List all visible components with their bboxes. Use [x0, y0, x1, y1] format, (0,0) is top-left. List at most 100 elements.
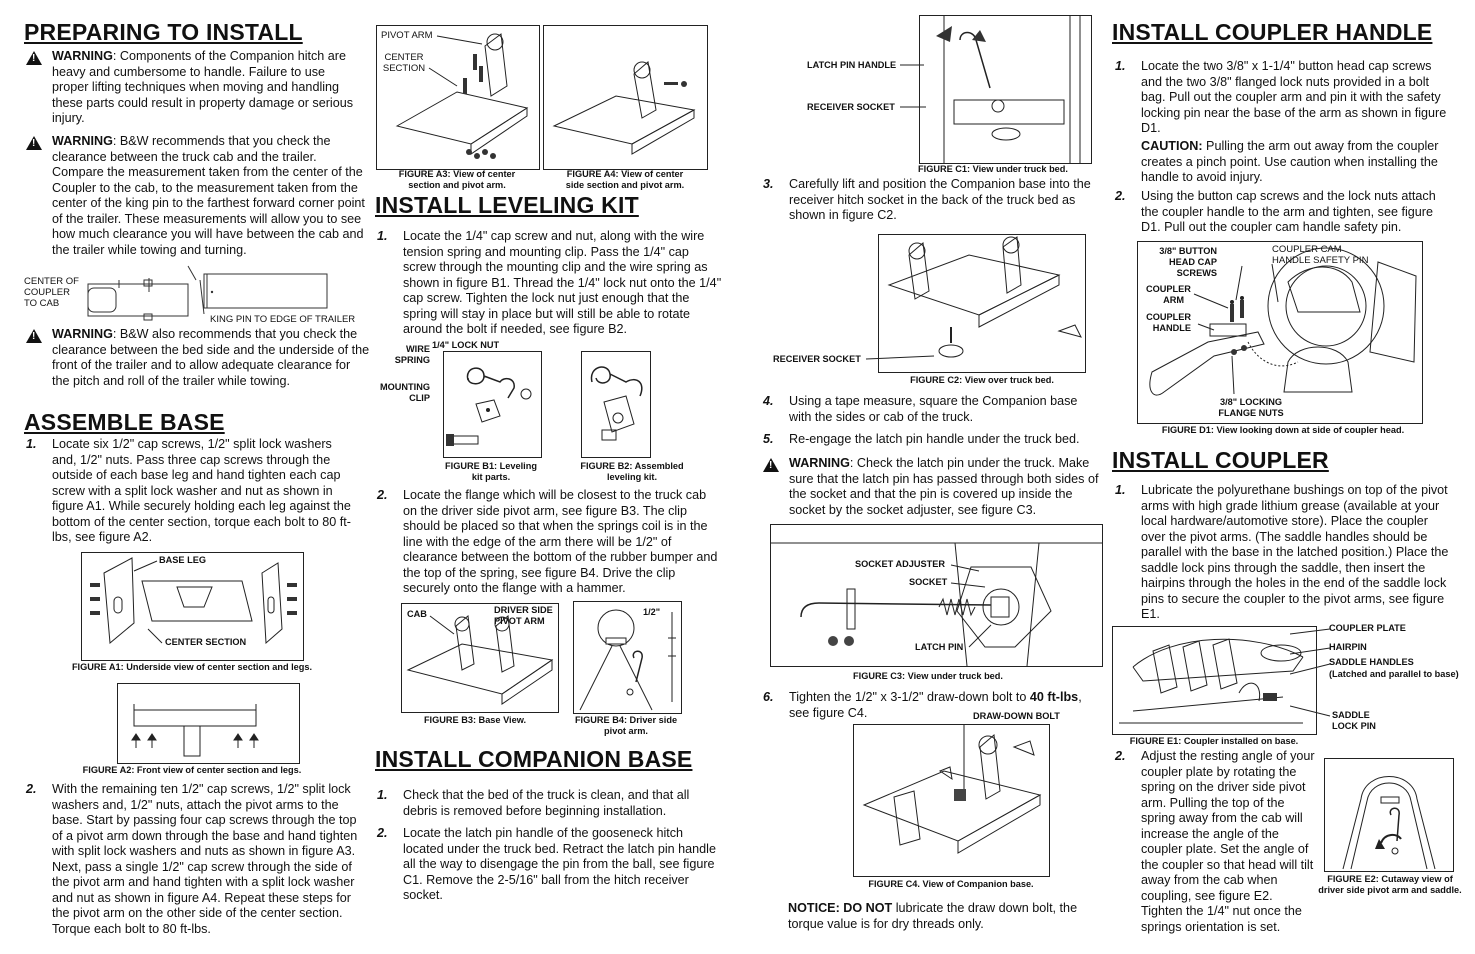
step-number: 5.	[763, 432, 774, 446]
step-leveling-1: 1. Locate the 1/4" cap screw and nut, al…	[377, 229, 722, 339]
figure-b2	[581, 351, 651, 458]
step-text: Locate the latch pin handle of the goose…	[403, 826, 716, 902]
warning-icon	[26, 51, 42, 65]
warning-icon	[26, 136, 42, 150]
step-text: Re-engage the latch pin handle under the…	[789, 432, 1080, 446]
step-number: 3.	[763, 177, 774, 191]
step-number: 1.	[26, 437, 37, 451]
figure-e1-caption: FIGURE E1: Coupler installed on base.	[1129, 736, 1299, 746]
warning-block-2: WARNING: B&W recommends that you check t…	[26, 134, 366, 274]
step-text: Locate the two 3/8" x 1-1/4" button head…	[1141, 59, 1447, 135]
diagram-label-king-pin: KING PIN TO EDGE OF TRAILER	[210, 314, 356, 325]
step-assemble-2: 2. With the remaining ten 1/2" cap screw…	[26, 782, 366, 942]
figure-label-center-section: CENTER SECTION	[382, 52, 426, 74]
warning-block-c3: WARNING: Check the latch pin under the t…	[763, 456, 1108, 520]
step-text-a: Tighten the 1/2" x 3-1/2" draw-down bolt…	[789, 690, 1030, 704]
figure-label-coupler-handle: COUPLER HANDLE	[1146, 312, 1191, 333]
figure-label-wire-spring: WIRE SPRING	[394, 344, 430, 365]
step-number: 1.	[377, 229, 388, 243]
figure-c4-caption: FIGURE C4. View of Companion base.	[868, 879, 1034, 889]
notice-body: lubricate the draw down bolt, the torque…	[788, 901, 1078, 931]
figure-label-saddle-handles: SADDLE HANDLES	[1329, 657, 1414, 667]
figure-label-saddle-handles-note: (Latched and parallel to base)	[1329, 669, 1459, 679]
step-companion-5: 5. Re-engage the latch pin handle under …	[763, 432, 1108, 450]
step-handle-1: 1. Locate the two 3/8" x 1-1/4" button h…	[1115, 59, 1460, 139]
figure-label-locking-nuts: 3/8" LOCKING FLANGE NUTS	[1218, 397, 1284, 418]
step-text: Using the button cap screws and the lock…	[1141, 189, 1436, 234]
step-text: Locate the 1/4" cap screw and nut, along…	[403, 229, 722, 336]
figure-c2	[878, 234, 1086, 373]
figure-a2-caption: FIGURE A2: Front view of center section …	[82, 765, 302, 775]
figure-label-cam-safety-pin: COUPLER CAM HANDLE SAFETY PIN	[1272, 244, 1369, 266]
section-title-assemble-base: ASSEMBLE BASE	[24, 409, 225, 435]
figure-label-lock-nut: 1/4" LOCK NUT	[432, 340, 500, 350]
figure-label-saddle-lock-pin: SADDLE LOCK PIN	[1332, 710, 1376, 731]
step-companion-4: 4. Using a tape measure, square the Comp…	[763, 394, 1108, 428]
step-text: Carefully lift and position the Companio…	[789, 177, 1091, 222]
step-leveling-2: 2. Locate the flange which will be close…	[377, 488, 722, 598]
warning-block-1: WARNING: Components of the Companion hit…	[26, 49, 366, 129]
step-text: Adjust the resting angle of your coupler…	[1141, 749, 1315, 934]
figure-a3: PIVOT ARM CENTER SECTION	[376, 25, 540, 170]
caution-label: CAUTION:	[1141, 139, 1203, 153]
figure-b4: 1/2"	[573, 601, 682, 714]
warning-icon	[763, 458, 779, 472]
figure-c2-caption: FIGURE C2: View over truck bed.	[910, 375, 1054, 385]
warning-text: : Check the latch pin under the truck. M…	[789, 456, 1099, 517]
step-text: Using a tape measure, square the Compani…	[789, 394, 1078, 424]
caution-text: CAUTION: Pulling the arm out away from t…	[1141, 139, 1453, 186]
figure-d1: 3/8" BUTTON HEAD CAP SCREWS COUPLER CAM …	[1137, 241, 1423, 424]
figure-a2	[117, 683, 300, 764]
figure-label-draw-down-bolt: DRAW-DOWN BOLT	[973, 711, 1060, 721]
step-text: Lubricate the polyurethane bushings on t…	[1141, 483, 1449, 621]
warning-text: : Components of the Companion hitch are …	[52, 49, 354, 125]
step-handle-2: 2. Using the button cap screws and the l…	[1115, 189, 1460, 239]
step-number: 4.	[763, 394, 774, 408]
figure-b3: CAB DRIVER SIDE PIVOT ARM	[401, 603, 559, 713]
step-number: 2.	[26, 782, 37, 796]
figure-label-receiver-socket-c2: RECEIVER SOCKET	[773, 354, 861, 364]
figure-b3-caption: FIGURE B3: Base View.	[423, 715, 527, 725]
step-companion-3: 3. Carefully lift and position the Compa…	[763, 177, 1108, 227]
warning-label: WARNING	[52, 327, 113, 341]
caution-body: Pulling the arm out away from the couple…	[1141, 139, 1439, 184]
figure-label-driver-side: DRIVER SIDE PIVOT ARM	[494, 605, 553, 626]
figure-label-center-section: CENTER SECTION	[165, 637, 247, 647]
figure-e2-caption: FIGURE E2: Cutaway view of driver side p…	[1318, 874, 1462, 895]
figure-label-socket-adjuster: SOCKET ADJUSTER	[855, 559, 946, 569]
step-number: 1.	[1115, 483, 1126, 497]
figure-label-socket: SOCKET	[909, 577, 948, 587]
figure-a1-caption: FIGURE A1: Underside view of center sect…	[71, 662, 313, 672]
step-text: Locate the flange which will be closest …	[403, 488, 718, 595]
diagram-label-coupler-to-cab: CENTER OF COUPLER TO CAB	[24, 276, 79, 309]
step-number: 2.	[1115, 189, 1126, 203]
step-coupler-1: 1. Lubricate the polyurethane bushings o…	[1115, 483, 1460, 623]
figure-a1: BASE LEG CENTER SECTION	[81, 552, 304, 661]
figure-e2	[1324, 758, 1454, 872]
figure-d1-caption: FIGURE D1: View looking down at side of …	[1161, 425, 1405, 435]
figure-label-pivot-arm: PIVOT ARM	[381, 30, 433, 41]
figure-label-half-inch: 1/2"	[643, 607, 661, 617]
section-title-coupler-handle: INSTALL COUPLER HANDLE	[1112, 19, 1433, 45]
warning-text: : B&W also recommends that you check the…	[52, 327, 370, 388]
step-assemble-1: 1. Locate six 1/2" cap screws, 1/2" spli…	[26, 437, 366, 547]
step-number: 2.	[377, 826, 388, 840]
figure-c3-caption: FIGURE C3: View under truck bed.	[853, 671, 1003, 681]
section-title-leveling-kit: INSTALL LEVELING KIT	[375, 192, 639, 218]
figure-label-coupler-arm: COUPLER ARM	[1146, 284, 1191, 305]
figure-b4-caption: FIGURE B4: Driver side pivot arm.	[574, 715, 678, 736]
step-companion-2: 2. Locate the latch pin handle of the go…	[377, 826, 722, 906]
figure-c3: SOCKET ADJUSTER SOCKET LATCH PIN	[770, 524, 1103, 667]
warning-icon	[26, 329, 42, 343]
step-text: Check that the bed of the truck is clean…	[403, 788, 690, 818]
figure-label-hairpin: HAIRPIN	[1329, 642, 1367, 652]
section-title-preparing: PREPARING TO INSTALL	[24, 19, 303, 45]
step-number: 1.	[377, 788, 388, 802]
figure-c1	[919, 15, 1092, 164]
warning-label: WARNING	[52, 49, 113, 63]
step-number: 2.	[1115, 749, 1126, 763]
figure-label-latch-pin-handle: LATCH PIN HANDLE	[807, 60, 897, 70]
figure-label-coupler-plate: COUPLER PLATE	[1329, 623, 1406, 633]
step-companion-6: 6. Tighten the 1/2" x 3-1/2" draw-down b…	[763, 690, 1108, 724]
figure-label-receiver-socket: RECEIVER SOCKET	[807, 102, 895, 112]
